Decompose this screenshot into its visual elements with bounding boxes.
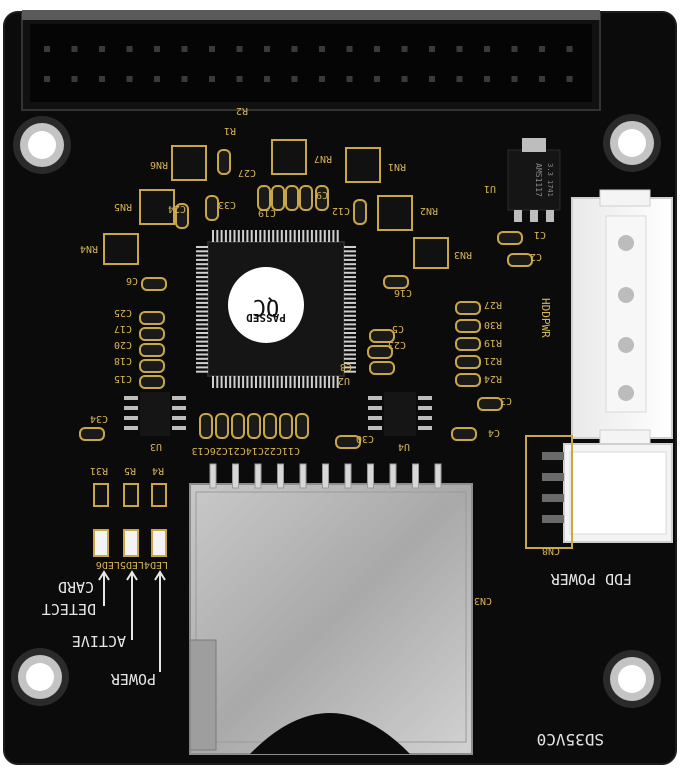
label-model: SD35VC0 — [537, 730, 604, 749]
label-rn5: RN5 — [114, 201, 132, 212]
sd-card-slot — [189, 463, 473, 755]
label-c27: C27 — [238, 167, 256, 178]
label-active: ACTIVE — [72, 632, 126, 650]
rn5-chip — [139, 189, 175, 225]
mounting-hole-top-left — [13, 116, 71, 174]
regulator-marking-2: 3.3 1741 — [546, 163, 554, 197]
label-rn7: RN7 — [314, 153, 332, 164]
rn3-chip — [413, 237, 449, 269]
voltage-regulator-u1: AMS1117 3.3 1741 — [507, 138, 561, 222]
label-c16: C16 — [394, 287, 412, 298]
label-c15: C15 — [114, 373, 132, 384]
label-c23: C23 — [388, 339, 406, 350]
ide-pin-array — [44, 46, 573, 82]
label-cn8: CN8 — [542, 545, 560, 556]
rn7-chip — [271, 139, 307, 175]
controller-chip-u2: QC PASSED — [196, 230, 356, 388]
led4 — [151, 529, 167, 557]
fdd-power-connector — [525, 435, 673, 549]
mounting-hole-bottom-left — [11, 648, 69, 706]
label-led-row: LED4LED5LED6 — [96, 559, 168, 570]
ide-40pin-header — [21, 10, 601, 111]
label-bottom-caps: C11C22C14C21C26C13 — [192, 445, 300, 456]
label-r21: R21 — [484, 355, 502, 366]
mounting-hole-top-right — [603, 114, 661, 172]
regulator-marking-1: AMS1117 — [534, 163, 543, 197]
label-r30: R30 — [484, 319, 502, 330]
mounting-hole-bottom-right — [603, 650, 661, 708]
label-u3: U3 — [150, 441, 162, 452]
label-c25: C25 — [114, 307, 132, 318]
label-c3: C3 — [500, 395, 512, 406]
label-rn1: RN1 — [388, 161, 406, 172]
ic-u4 — [368, 392, 432, 436]
resistor-networks — [103, 139, 449, 269]
label-c18: C18 — [114, 355, 132, 366]
label-c6: C6 — [126, 275, 138, 286]
rn4-chip — [103, 233, 139, 265]
label-rn4: RN4 — [80, 243, 98, 254]
label-rn6: RN6 — [150, 159, 168, 170]
label-c20: C20 — [114, 339, 132, 350]
label-r1: R1 — [224, 125, 236, 136]
label-c1: C1 — [534, 229, 546, 240]
label-card-detect-1: CARD — [58, 578, 94, 596]
label-c9: C9 — [316, 189, 328, 200]
label-r5: R5 — [124, 465, 136, 476]
label-hddpwr: HDDPWR — [539, 298, 552, 338]
status-leds — [93, 483, 167, 557]
ic-u3 — [124, 392, 186, 436]
label-r2: R2 — [236, 105, 248, 116]
label-c17: C17 — [114, 323, 132, 334]
label-c5: C5 — [392, 323, 404, 334]
label-c24: C24 — [168, 203, 186, 214]
label-r27: R27 — [484, 299, 502, 310]
label-c33: C33 — [218, 199, 236, 210]
hdd-power-molex-connector — [571, 189, 673, 447]
label-u2: U2 — [338, 375, 350, 386]
silkscreen-labels: R2 R1 RN6 RN5 RN4 RN7 RN1 RN2 RN3 U1 C27… — [42, 105, 632, 749]
label-c4: C4 — [488, 427, 500, 438]
qc-sticker-line2: PASSED — [246, 311, 286, 324]
label-fdd-power: FDD POWER — [550, 570, 632, 588]
label-cn3: CN3 — [474, 595, 492, 606]
label-c34: C34 — [90, 413, 108, 424]
label-c30: C30 — [356, 433, 374, 444]
rn2-chip — [377, 195, 413, 231]
label-r24: R24 — [484, 373, 502, 384]
label-r19: R19 — [484, 337, 502, 348]
label-power: POWER — [110, 670, 156, 688]
label-c2: C2 — [530, 251, 542, 262]
rn1-chip — [345, 147, 381, 183]
label-r4: R4 — [152, 465, 164, 476]
u2-pin-rows — [196, 230, 356, 388]
label-u1: U1 — [484, 183, 496, 194]
label-r31: R31 — [90, 465, 108, 476]
passive-components — [79, 149, 533, 449]
rn6-chip — [171, 145, 207, 181]
qc-sticker-line1: QC — [253, 294, 280, 319]
label-rn2: RN2 — [420, 205, 438, 216]
led-indicator-arrows — [98, 570, 166, 672]
label-u4: U4 — [398, 441, 410, 452]
led6 — [93, 529, 109, 557]
sd-contact-pins — [209, 463, 442, 489]
label-card-detect-2: DETECT — [42, 600, 96, 618]
label-c19: C19 — [258, 207, 276, 218]
qc-passed-sticker — [228, 267, 304, 343]
label-c8: C8 — [340, 361, 352, 372]
label-rn3: RN3 — [454, 249, 472, 260]
led5 — [123, 529, 139, 557]
label-c12: C12 — [332, 205, 350, 216]
